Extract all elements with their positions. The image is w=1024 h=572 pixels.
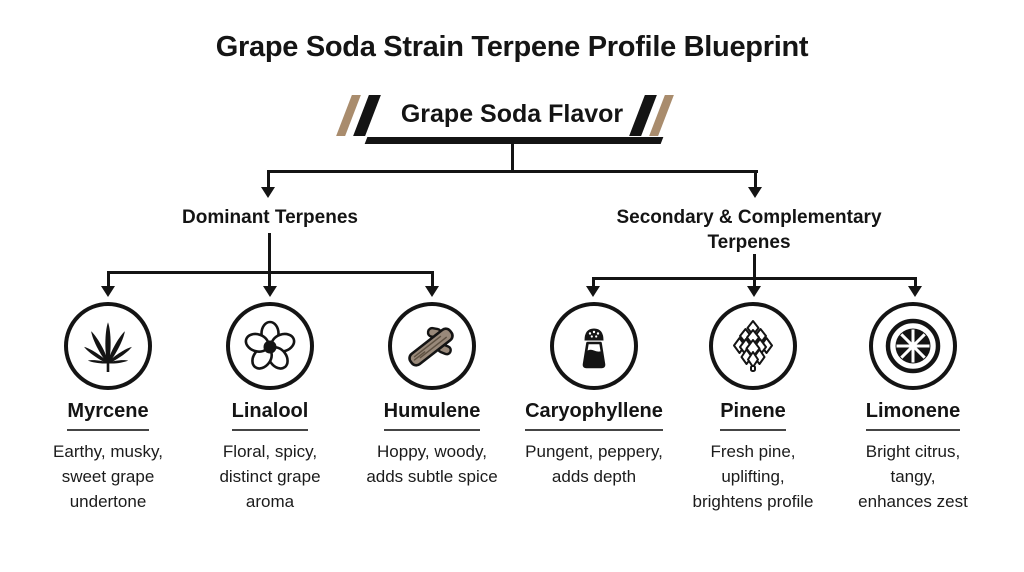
pepper-shaker-icon: [582, 328, 606, 369]
connector-drop-right: [754, 170, 757, 188]
terpene-icon-circle: [709, 302, 797, 390]
arrow-down-icon: [425, 286, 439, 297]
arrow-down-icon: [747, 286, 761, 297]
terpene-description: Hoppy, woody, adds subtle spice: [366, 442, 498, 486]
connector-drop: [592, 277, 595, 289]
terpene-description: Floral, spicy, distinct grape aroma: [219, 442, 321, 511]
terpene-icon-circle: [869, 302, 957, 390]
connector-dominant-stem: [268, 233, 271, 274]
terpene-card-myrcene: Myrcene Earthy, musky, sweet grape under…: [23, 302, 193, 514]
connector-root-stem: [511, 144, 514, 172]
connector-drop: [268, 271, 271, 287]
flower-icon: [244, 320, 296, 370]
connector-drop: [753, 277, 756, 289]
terpene-card-caryophyllene: Caryophyllene Pungent, peppery, adds dep…: [509, 302, 679, 489]
flavor-banner-label: Grape Soda Flavor: [400, 100, 624, 128]
wood-branch-icon: [408, 326, 454, 367]
terpene-icon-circle: [226, 302, 314, 390]
connector-drop-left: [267, 170, 270, 188]
terpene-description: Pungent, peppery, adds depth: [525, 442, 663, 486]
terpene-icon-circle: [550, 302, 638, 390]
terpene-card-humulene: Humulene Hoppy, woody, adds subtle spice: [347, 302, 517, 489]
branch-label-dominant: Dominant Terpenes: [182, 207, 358, 228]
terpene-card-linalool: Linalool Floral, spicy, distinct grape a…: [185, 302, 355, 514]
arrow-down-icon: [908, 286, 922, 297]
branch-label-secondary: Secondary & Complementary Terpenes: [616, 207, 882, 253]
terpene-name: Limonene: [828, 400, 998, 431]
banner-underline-bar: [364, 137, 664, 144]
terpene-name: Linalool: [185, 400, 355, 431]
arrow-down-icon: [101, 286, 115, 297]
connector-root-distributor: [267, 170, 758, 173]
cannabis-leaf-icon: [83, 322, 133, 372]
terpene-icon-circle: [64, 302, 152, 390]
terpene-card-limonene: Limonene Bright citrus, tangy, enhances …: [828, 302, 998, 514]
terpene-name: Caryophyllene: [509, 400, 679, 431]
arrow-down-icon: [263, 286, 277, 297]
pine-cone-icon: [733, 320, 773, 372]
arrow-down-icon: [586, 286, 600, 297]
terpene-description: Bright citrus, tangy, enhances zest: [858, 442, 968, 511]
terpene-description: Fresh pine, uplifting, brightens profile: [692, 442, 814, 511]
terpene-name: Myrcene: [23, 400, 193, 431]
terpene-icon-circle: [388, 302, 476, 390]
terpene-name: Pinene: [668, 400, 838, 431]
arrow-down-icon: [261, 187, 275, 198]
arrow-down-icon: [748, 187, 762, 198]
connector-secondary-stem: [753, 254, 756, 280]
page-title: Grape Soda Strain Terpene Profile Bluepr…: [215, 31, 809, 63]
terpene-name: Humulene: [347, 400, 517, 431]
connector-drop: [107, 271, 110, 287]
citrus-slice-icon: [885, 318, 941, 374]
terpene-description: Earthy, musky, sweet grape undertone: [53, 442, 163, 511]
connector-drop: [914, 277, 917, 289]
terpene-card-pinene: Pinene Fresh pine, uplifting, brightens …: [668, 302, 838, 514]
connector-drop: [431, 271, 434, 287]
